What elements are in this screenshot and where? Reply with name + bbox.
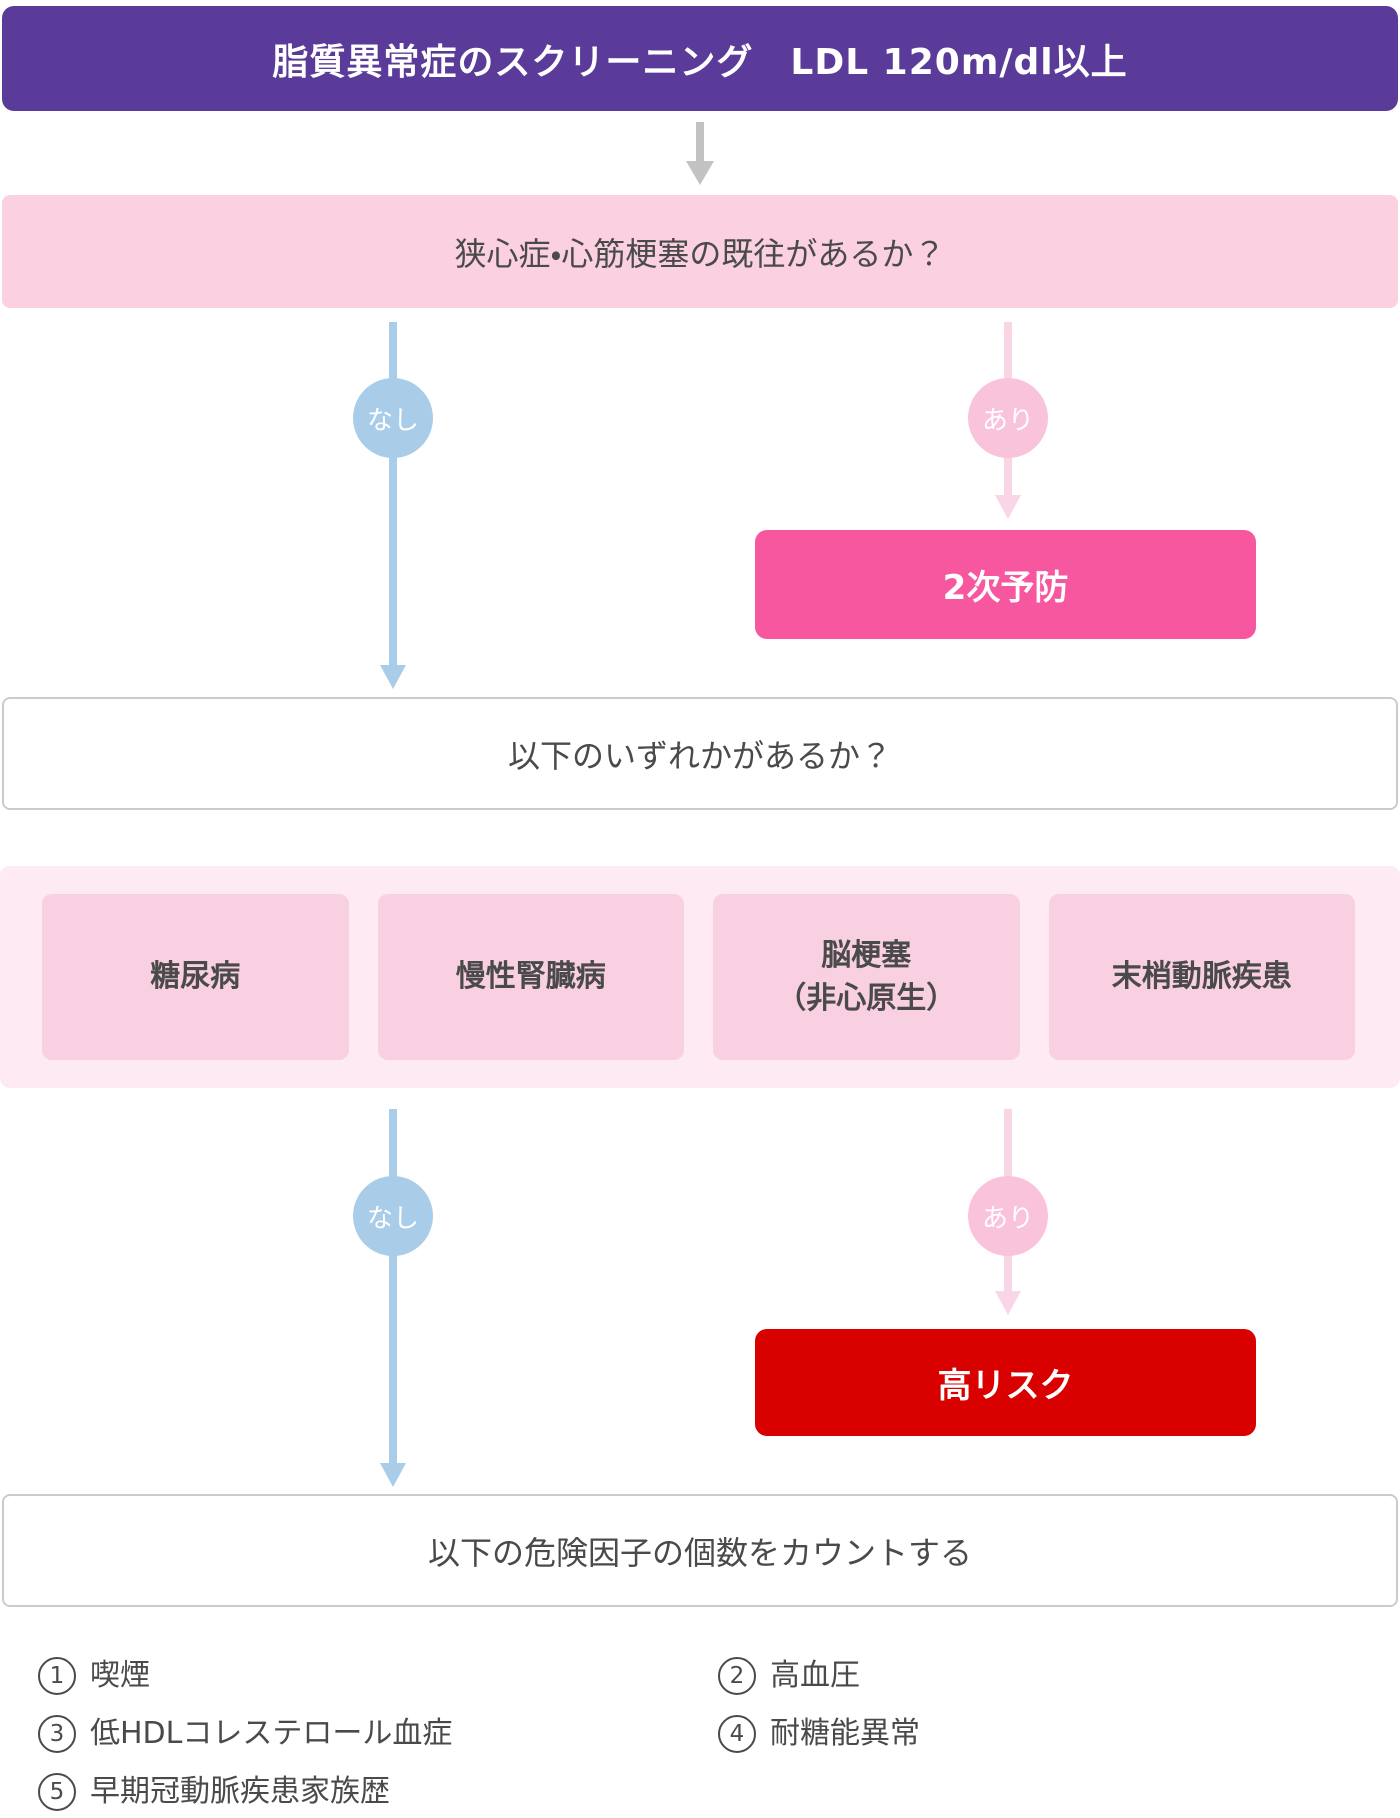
yes-branch-badge: あり — [968, 378, 1048, 458]
no-branch-arrow-icon — [380, 665, 406, 689]
yes-label: あり — [981, 1203, 1034, 1234]
flowchart-title-bar: 脂質異常症のスクリーニング LDL 120m/dl以上 — [2, 6, 1398, 111]
condition-box-ckd: 慢性腎臓病 — [377, 894, 684, 1060]
page-title: 脂質異常症のスクリーニング LDL 120m/dl以上 — [272, 41, 1128, 83]
yes-branch-badge: あり — [968, 1176, 1048, 1256]
result-box-secondary-prevention: 2次予防 — [755, 530, 1256, 639]
condition-box-pad: 末梢動脈疾患 — [1048, 894, 1355, 1060]
question-2-text: 以下のいずれかがあるか？ — [507, 736, 892, 775]
no-branch-arrow-icon — [380, 1463, 406, 1487]
risk-factor-label: 耐糖能異常 — [770, 1716, 920, 1751]
risk-factor-item: 3 低HDLコレステロール血症 — [38, 1711, 718, 1757]
risk-factor-label: 低HDLコレステロール血症 — [90, 1716, 453, 1751]
yes-branch-arrow-icon — [995, 495, 1021, 519]
question-3-box: 以下の危険因子の個数をカウントする — [2, 1494, 1398, 1607]
condition-label: 糖尿病 — [150, 959, 241, 995]
arrow-shaft — [696, 122, 704, 162]
risk-factor-label: 喫煙 — [90, 1658, 150, 1693]
condition-group: 糖尿病 慢性腎臓病 脳梗塞 （非心原生） 末梢動脈疾患 — [0, 866, 1400, 1088]
risk-factor-number: 5 — [38, 1773, 76, 1811]
risk-factor-item: 2 高血圧 — [718, 1653, 1400, 1699]
no-branch-line — [389, 1109, 397, 1463]
question-1-text: 狭心症・心筋梗塞の既往があるか？ — [454, 234, 946, 273]
condition-box-diabetes: 糖尿病 — [42, 894, 349, 1060]
result-box-high-risk: 高リスク — [755, 1329, 1256, 1436]
arrow-head — [686, 161, 714, 185]
no-label: なし — [366, 405, 419, 436]
no-label: なし — [366, 1203, 419, 1234]
risk-factor-number: 1 — [38, 1657, 76, 1695]
condition-label: 末梢動脈疾患 — [1111, 959, 1292, 995]
yes-label: あり — [981, 405, 1034, 436]
condition-label-line2: （非心原生） — [776, 981, 957, 1016]
condition-label: 脳梗塞 — [821, 937, 912, 973]
question-3-text: 以下の危険因子の個数をカウントする — [427, 1533, 972, 1572]
question-2-box: 以下のいずれかがあるか？ — [2, 697, 1398, 810]
yes-branch-arrow-icon — [995, 1291, 1021, 1315]
risk-factor-label: 高血圧 — [770, 1658, 860, 1693]
risk-factor-label: 早期冠動脈疾患家族歴 — [90, 1774, 390, 1809]
risk-factor-item: 1 喫煙 — [38, 1653, 718, 1699]
risk-factor-number: 4 — [718, 1715, 756, 1753]
condition-box-stroke: 脳梗塞 （非心原生） — [713, 894, 1020, 1060]
no-branch-line — [389, 322, 397, 665]
down-arrow-icon — [686, 122, 714, 185]
no-branch-badge: なし — [353, 1176, 433, 1256]
branch-section-1: なし あり 2次予防 — [0, 308, 1400, 697]
no-branch-badge: なし — [353, 378, 433, 458]
risk-factor-item: 5 早期冠動脈疾患家族歴 — [38, 1769, 718, 1815]
risk-factor-number: 3 — [38, 1715, 76, 1753]
risk-factor-number: 2 — [718, 1657, 756, 1695]
risk-factor-list: 1 喫煙 2 高血圧 3 低HDLコレステロール血症 4 耐糖能異常 5 早期冠… — [0, 1653, 1400, 1815]
branch-section-2: なし あり 高リスク — [0, 1088, 1400, 1494]
risk-factor-item: 4 耐糖能異常 — [718, 1711, 1400, 1757]
question-1-bar: 狭心症・心筋梗塞の既往があるか？ — [2, 195, 1398, 308]
condition-label: 慢性腎臓病 — [455, 959, 606, 995]
